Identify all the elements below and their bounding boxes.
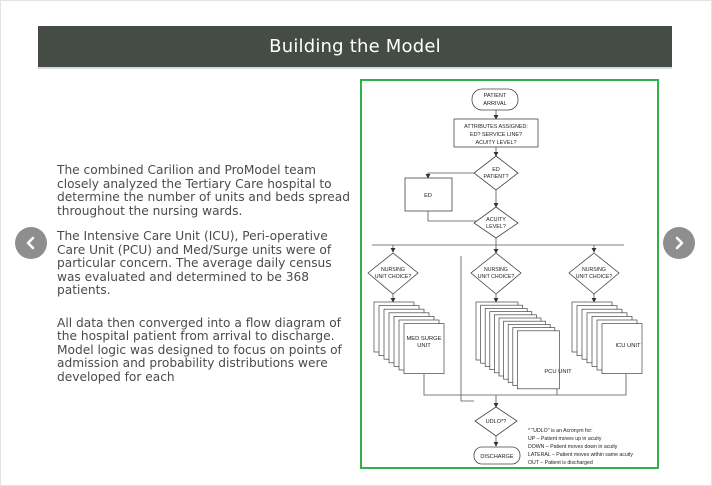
legend-up: UP – Patient moves up in acuity [528, 436, 602, 442]
nursing-decision-medsurge [367, 252, 419, 295]
patient-flow-diagram: PATIENT ARRIVAL ATTRIBUTES ASSIGNED: ED?… [360, 79, 659, 469]
legend-down: DOWN – Patient moves down in acuity [528, 444, 618, 450]
nursing-decision-icu [568, 252, 620, 295]
udlo-label: UDLO*? [486, 419, 507, 425]
unit-card [601, 323, 643, 374]
paragraph-1: The combined Carilion and ProModel team … [57, 163, 350, 218]
chevron-right-icon [675, 236, 684, 250]
nursing-label-1: NURSING [381, 267, 405, 273]
medsurge-label-2: UNIT [417, 343, 431, 349]
nursing-label-2: UNIT CHOICE? [375, 274, 412, 280]
icu-label: ICU UNIT [615, 343, 641, 349]
previous-slide-button[interactable] [15, 227, 47, 259]
acuity-label-1: ACUITY [486, 217, 506, 223]
attributes-label-3: ACUITY LEVEL? [476, 140, 517, 146]
ed-decision-label-1: ED [492, 167, 500, 173]
attributes-label-2: ED? SERVICE LINE? [470, 132, 522, 138]
discharge-node [473, 446, 521, 465]
arrival-node [471, 88, 519, 111]
paragraph-2: The Intensive Care Unit (ICU), Peri-oper… [57, 229, 332, 297]
udlo-decision-node [474, 406, 518, 437]
arrival-label-2: ARRIVAL [483, 101, 507, 107]
title-bar-shadow [38, 67, 672, 69]
nursing-label-2: UNIT CHOICE? [478, 274, 515, 280]
nursing-label-1: NURSING [582, 267, 606, 273]
ed-decision-node [473, 155, 519, 191]
unit-card [517, 330, 560, 390]
ed-node [404, 177, 453, 212]
icu-unit-stack [571, 301, 643, 374]
attributes-label-1: ATTRIBUTES ASSIGNED: [464, 124, 528, 130]
arrival-label-1: PATIENT [484, 93, 507, 99]
page-title: Building the Model [269, 36, 441, 57]
nursing-decision-pcu [470, 252, 522, 295]
paragraph-3: All data then converged into a flow diag… [57, 315, 342, 384]
pcu-label: PCU UNIT [544, 369, 572, 375]
discharge-label: DISCHARGE [480, 454, 514, 460]
medsurge-label-1: MED SURGE [406, 336, 441, 342]
legend-title: * "UDLO" is an Acronym for: [528, 428, 593, 434]
medsurge-unit-stack [373, 301, 445, 374]
ed-label: ED [424, 193, 432, 199]
chevron-left-icon [26, 236, 35, 250]
acuity-label-2: LEVEL? [486, 224, 506, 230]
unit-card [403, 323, 445, 374]
nursing-label-1: NURSING [484, 267, 508, 273]
acuity-decision-node [473, 206, 519, 239]
title-bar: Building the Model [38, 26, 672, 67]
legend-lateral: LATERAL – Patient moves within same acui… [528, 452, 633, 458]
pcu-unit-stack [475, 301, 560, 390]
next-slide-button[interactable] [663, 227, 695, 259]
attributes-node [453, 118, 539, 148]
nursing-label-2: UNIT CHOICE? [576, 274, 613, 280]
legend-out: OUT – Patient is discharged [528, 460, 593, 466]
udlo-legend: * "UDLO" is an Acronym for: UP – Patient… [528, 428, 633, 466]
flow-diagram-svg: PATIENT ARRIVAL ATTRIBUTES ASSIGNED: ED?… [367, 88, 643, 466]
ed-decision-label-2: PATIENT? [484, 174, 509, 180]
slide-text: The combined Carilion and ProModel team … [57, 163, 353, 396]
